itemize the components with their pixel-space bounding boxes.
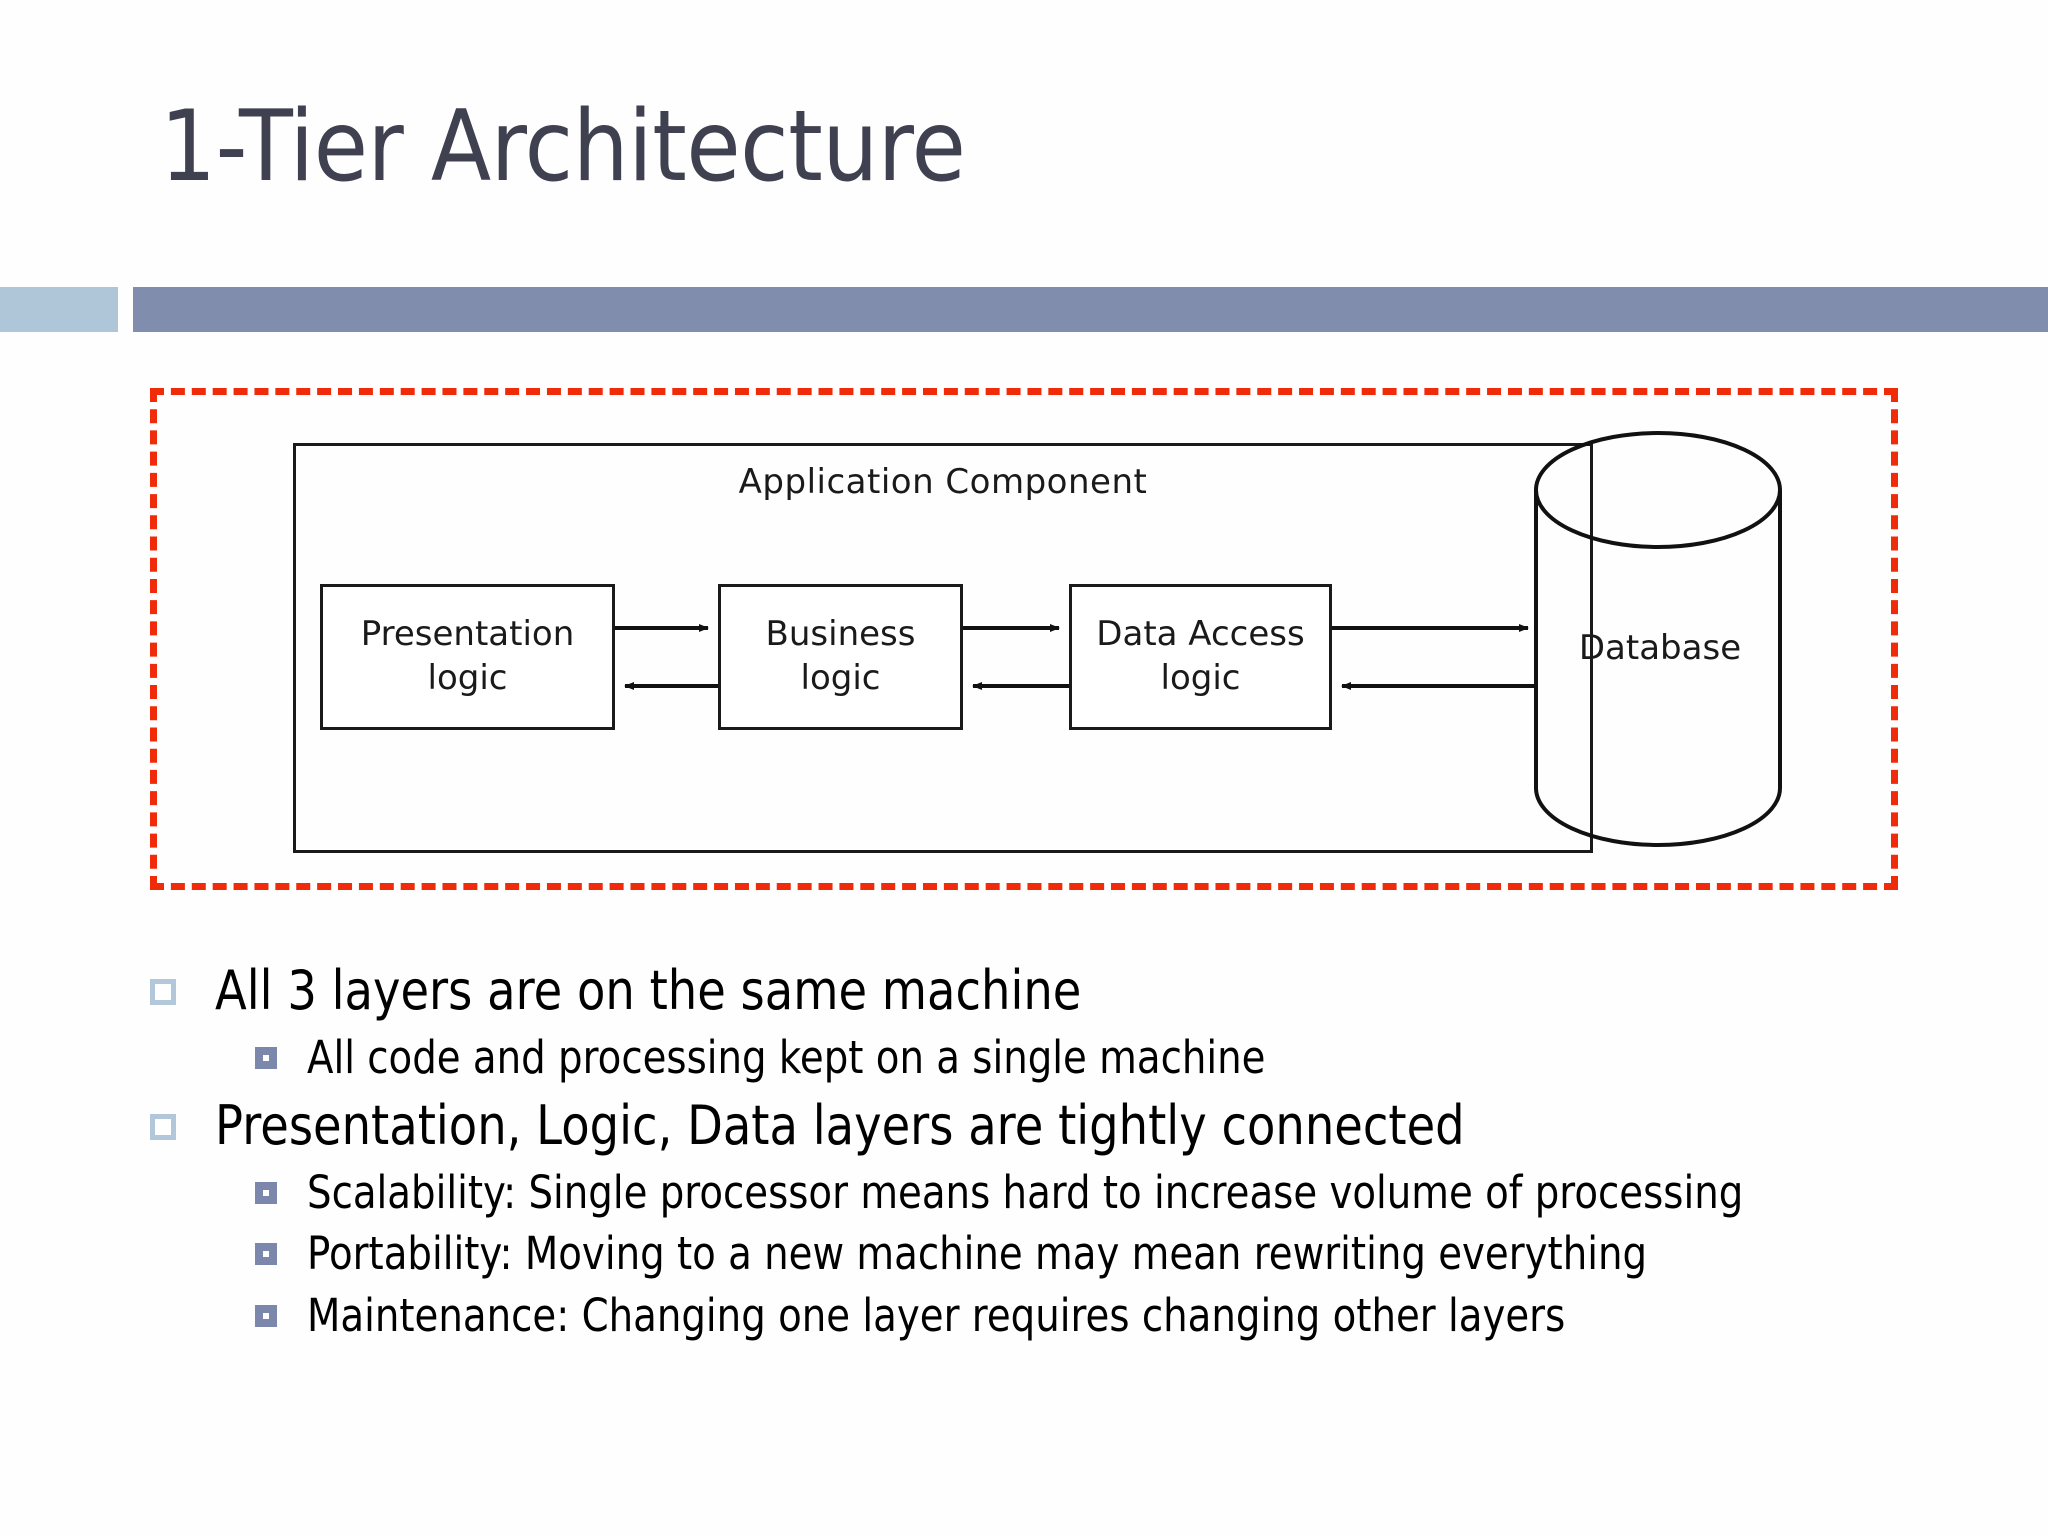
page-title: 1-Tier Architecture [160,90,966,204]
list-item-text: Maintenance: Changing one layer requires… [307,1288,1566,1342]
bullet-square-icon [150,979,176,1005]
layer-box-data-access-line2: logic [1160,658,1241,698]
diagram-connectors [615,431,1782,847]
list-item-text: Scalability: Single processor means hard… [307,1165,1744,1219]
list-item-text: All 3 layers are on the same machine [215,959,1082,1022]
layer-box-business-line2: logic [800,658,881,698]
application-component-label: Application Component [738,462,1148,502]
bullet-square-filled-icon [255,1047,277,1070]
list-item: Presentation, Logic, Data layers are tig… [150,1090,1980,1161]
bullet-square-filled-icon [255,1304,277,1327]
database-cylinder-label: Database [1578,628,1742,668]
layer-box-business: Business logic [718,584,963,730]
layer-box-presentation-line1: Presentation [360,614,575,655]
list-item: Portability: Moving to a new machine may… [255,1224,1980,1283]
header-rule-left [0,287,118,332]
layer-box-presentation-line2: logic [427,658,508,698]
header-rule-right [133,287,2048,332]
bullet-square-icon [150,1113,176,1140]
layer-box-presentation: Presentation logic [320,584,615,730]
list-item: Maintenance: Changing one layer requires… [255,1286,1980,1345]
architecture-diagram: Application Component Presentat [150,388,1898,890]
list-item: Scalability: Single processor means hard… [255,1163,1980,1222]
bullet-list: All 3 layers are on the same machine All… [150,955,1980,1347]
list-item-text: Portability: Moving to a new machine may… [307,1227,1648,1281]
layer-box-data-access: Data Access logic [1069,584,1332,730]
layer-box-business-line1: Business [765,614,916,655]
list-item-text: Presentation, Logic, Data layers are tig… [215,1093,1465,1157]
machine-boundary-dashed-frame [150,388,1898,890]
list-item: All 3 layers are on the same machine [150,955,1980,1026]
bullet-square-filled-icon [255,1243,277,1266]
application-component-container [293,443,1593,853]
list-item: All code and processing kept on a single… [255,1028,1980,1087]
list-item-text: All code and processing kept on a single… [307,1031,1266,1085]
layer-box-data-access-line1: Data Access [1096,614,1305,655]
bullet-square-filled-icon [255,1181,277,1204]
